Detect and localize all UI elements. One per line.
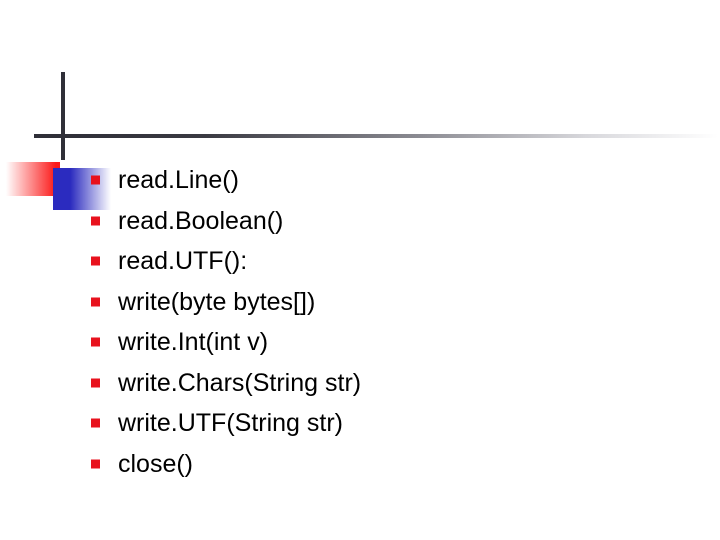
list-item-label: write.Int(int v) (118, 328, 269, 357)
red-block-icon (6, 162, 60, 196)
corner-logo-graphic (0, 55, 200, 210)
vertical-rule (61, 72, 65, 160)
list-item: read.UTF(): (0, 241, 720, 282)
square-bullet-icon (91, 418, 100, 428)
horizontal-rule-stub (34, 134, 74, 138)
square-bullet-icon (91, 337, 100, 347)
list-item-label: close() (118, 449, 194, 478)
list-item-label: read.UTF(): (118, 247, 248, 276)
list-item-label: write(byte bytes[]) (118, 287, 316, 316)
square-bullet-icon (91, 459, 100, 469)
square-bullet-icon (91, 256, 100, 266)
square-bullet-icon (91, 175, 100, 185)
list-item: read.Boolean() (0, 201, 720, 242)
list-item: write.UTF(String str) (0, 403, 720, 444)
horizontal-divider (60, 134, 718, 138)
bullet-list: read.Line() read.Boolean() read.UTF(): w… (0, 160, 720, 484)
list-item-label: read.Line() (118, 166, 239, 195)
list-item-label: write.Chars(String str) (118, 368, 362, 397)
list-item: read.Line() (0, 160, 720, 201)
list-item: write.Int(int v) (0, 322, 720, 363)
square-bullet-icon (91, 378, 100, 388)
blue-block-icon (53, 168, 111, 210)
square-bullet-icon (91, 216, 100, 226)
square-bullet-icon (91, 297, 100, 307)
list-item-label: write.UTF(String str) (118, 409, 343, 438)
list-item: write(byte bytes[]) (0, 282, 720, 323)
list-item: close() (0, 444, 720, 485)
list-item: write.Chars(String str) (0, 363, 720, 404)
list-item-label: read.Boolean() (118, 206, 284, 235)
